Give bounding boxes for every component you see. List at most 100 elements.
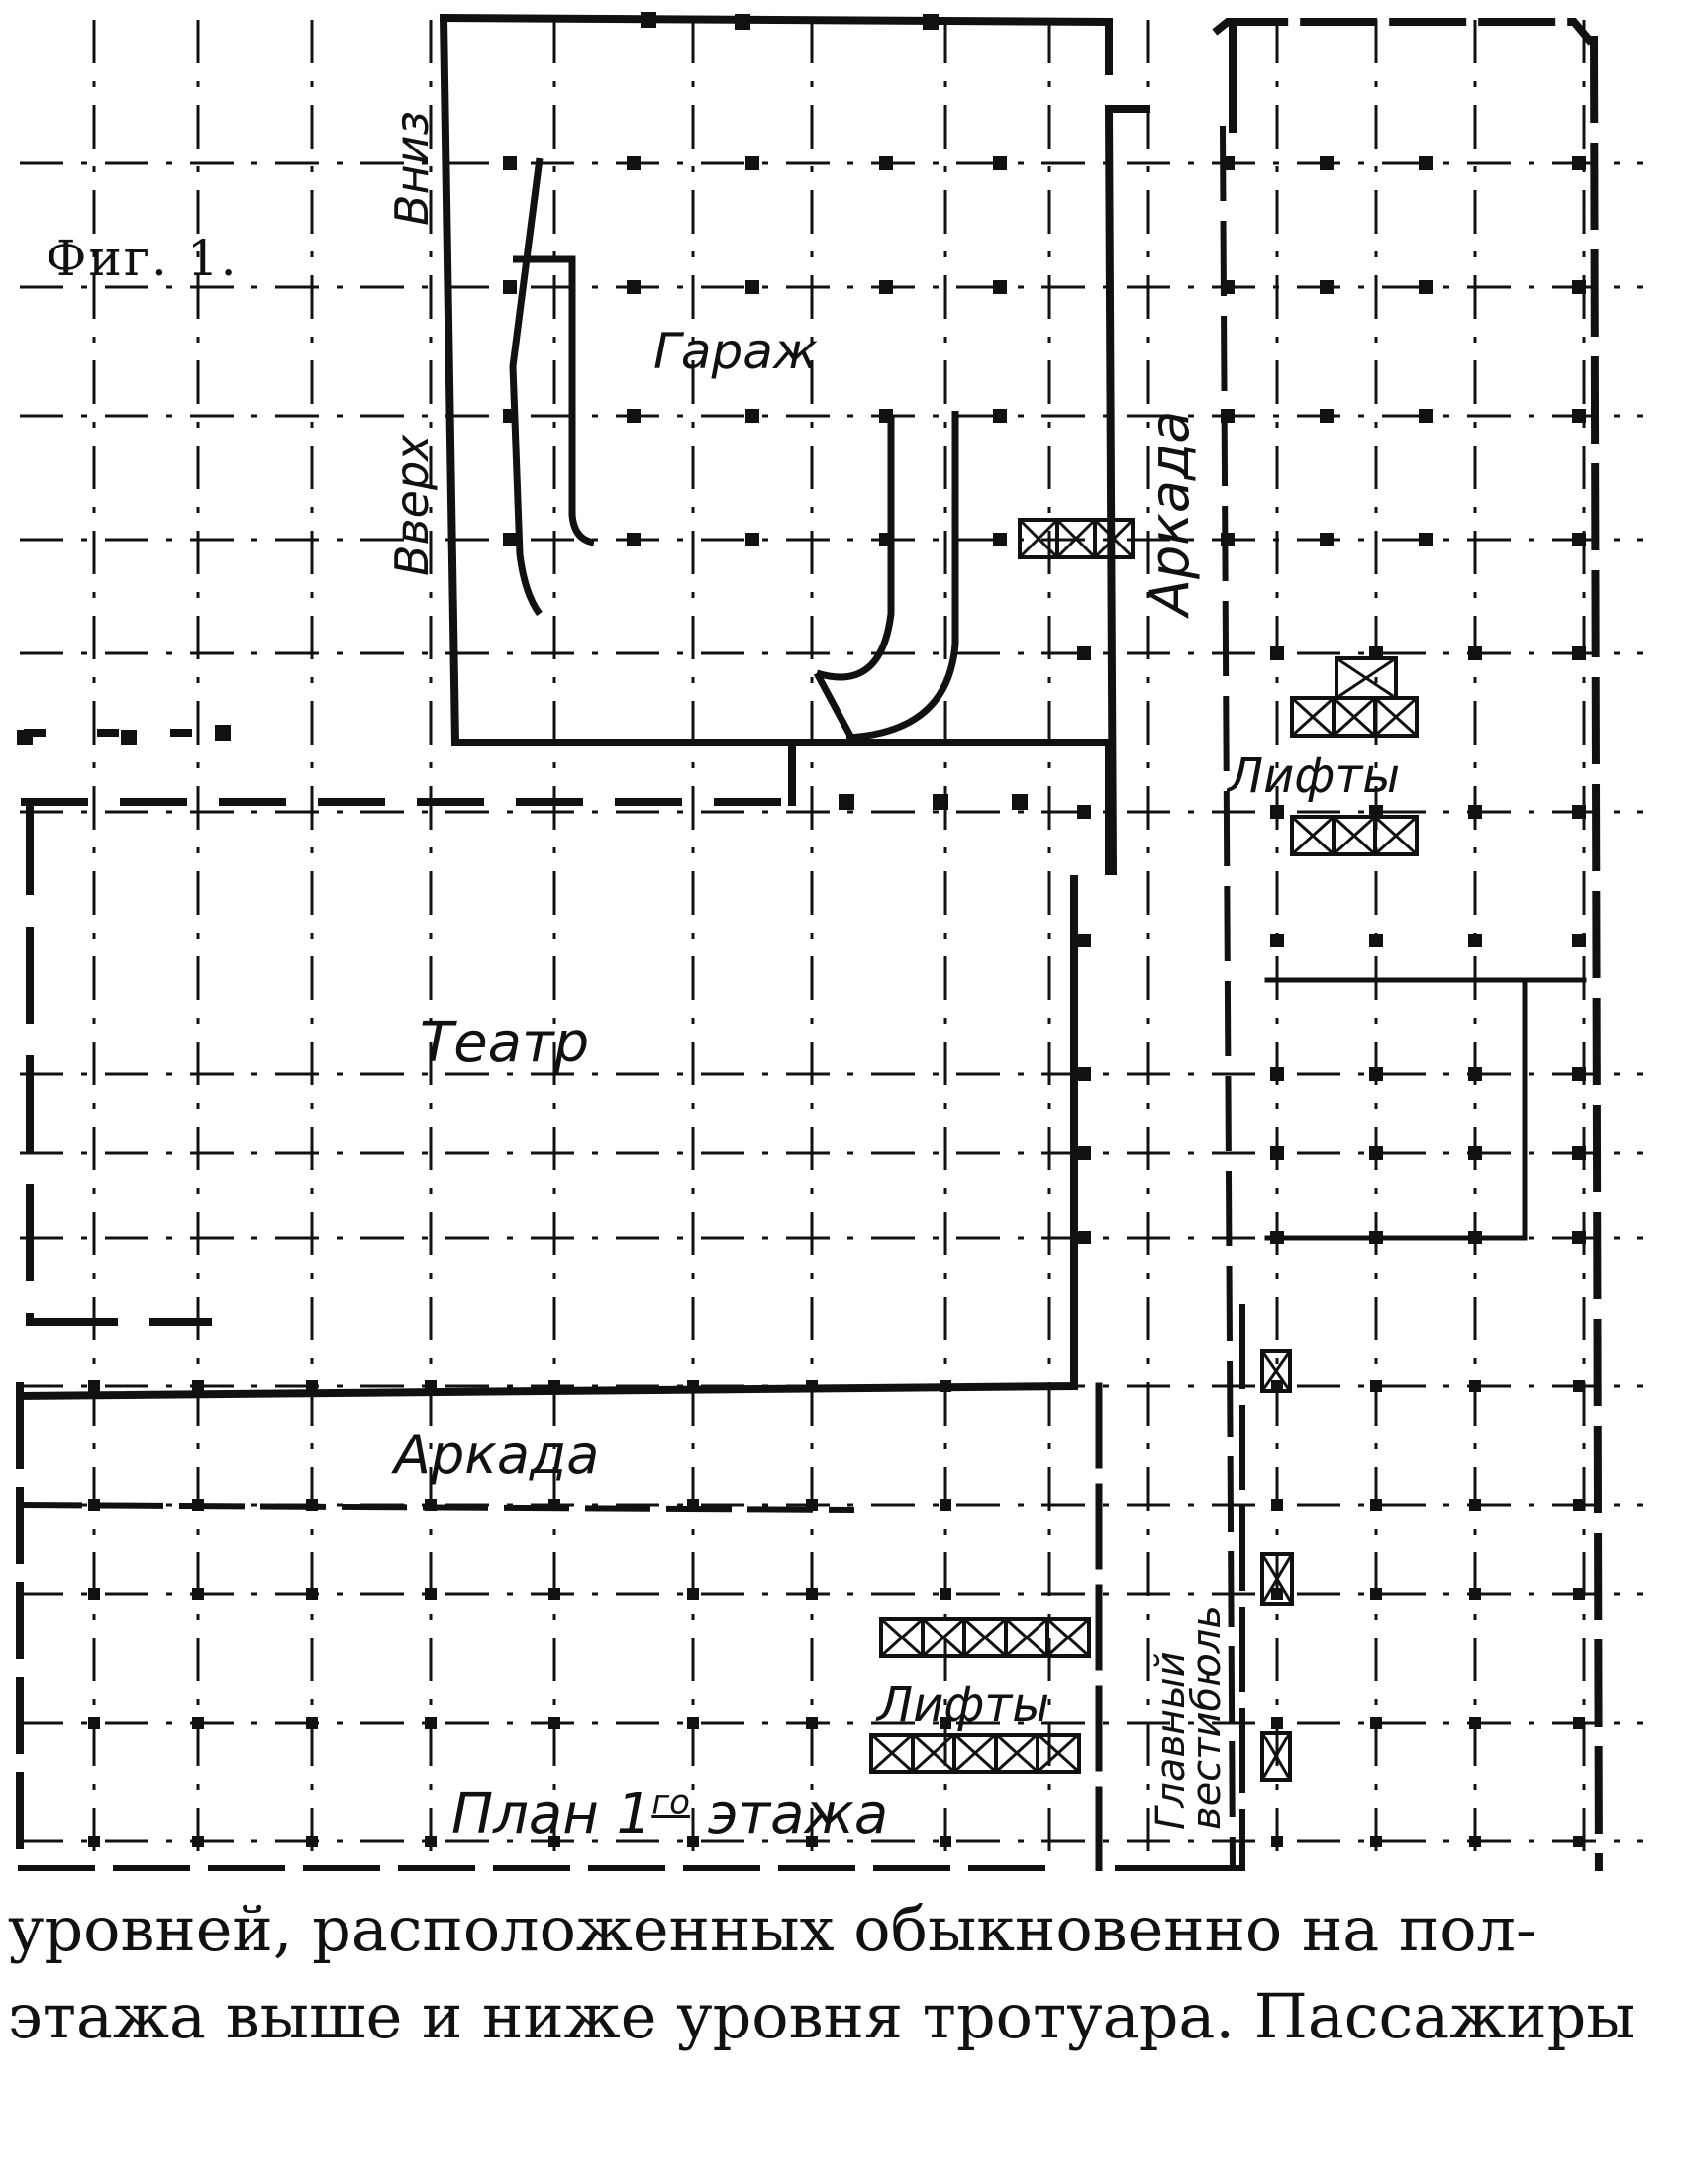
column: [1469, 1836, 1481, 1847]
elevator-cross: [952, 1733, 998, 1774]
column: [745, 533, 759, 546]
column: [1369, 934, 1383, 947]
column: [1270, 805, 1284, 819]
elevator-cross: [1093, 518, 1135, 559]
column: [627, 156, 641, 170]
elevator-cross: [879, 1617, 925, 1658]
column: [548, 1836, 560, 1847]
column: [1221, 533, 1235, 546]
elevator-cross: [1260, 1732, 1292, 1781]
body-text: уровней, расположенных обыкновенно на по…: [8, 1886, 1681, 2060]
column: [548, 1588, 560, 1600]
column: [1468, 1067, 1482, 1081]
wall-segment: [1589, 35, 1603, 1871]
label-elevators-bottom: Лифты: [875, 1677, 1049, 1733]
column: [687, 1588, 699, 1600]
column: [1573, 1588, 1585, 1600]
plan-title-suffix: этажа: [689, 1782, 889, 1846]
ramp-curve: [513, 255, 595, 546]
elevator-shaft: [1373, 815, 1419, 856]
column: [745, 280, 759, 294]
elevator-cross: [1260, 1350, 1292, 1392]
column: [548, 1380, 560, 1392]
elevator-shaft: [1260, 1552, 1294, 1606]
column: [1370, 1588, 1382, 1600]
ramp-curve: [845, 411, 959, 742]
column: [1077, 646, 1091, 660]
column: [687, 1836, 699, 1847]
column: [1572, 1067, 1586, 1081]
column: [1572, 533, 1586, 546]
column: [425, 1380, 437, 1392]
column: [1572, 646, 1586, 660]
column: [1270, 1146, 1284, 1160]
column: [306, 1836, 318, 1847]
elevator-cross: [1290, 815, 1336, 856]
column: [1320, 409, 1334, 423]
column: [1370, 1380, 1382, 1392]
elevator-shaft: [1093, 518, 1135, 559]
label-vestibule-line1: Главный: [1148, 1651, 1194, 1830]
column: [940, 1588, 951, 1600]
ramp-curve: [509, 157, 544, 617]
wall-segment: [16, 875, 1078, 1401]
column: [1221, 156, 1235, 170]
column: [1573, 1836, 1585, 1847]
body-text-line-1: уровней, расположенных обыкновенно на по…: [8, 1893, 1536, 1965]
column: [1270, 646, 1284, 660]
column: [1077, 1231, 1091, 1244]
wall-segment: [1104, 104, 1118, 876]
column: [940, 1836, 951, 1847]
column: [1419, 280, 1433, 294]
column: [306, 1380, 318, 1392]
elevator-cross: [1004, 1617, 1049, 1658]
plan-title-superscript: го: [651, 1782, 690, 1823]
column: [1271, 1588, 1283, 1600]
figure-label: Фиг. 1.: [46, 230, 239, 287]
column: [687, 1499, 699, 1511]
elevator-shaft: [1373, 696, 1419, 738]
column: [1572, 805, 1586, 819]
column: [1369, 1067, 1383, 1081]
label-arcade-bottom: Аркада: [391, 1424, 599, 1486]
column: [1573, 1499, 1585, 1511]
label-elevators-right: Лифты: [1226, 748, 1400, 804]
column: [993, 533, 1007, 546]
column: [88, 1588, 100, 1600]
elevator-cross: [1290, 696, 1336, 738]
column: [806, 1499, 818, 1511]
elevator-cross: [1260, 1553, 1294, 1605]
column: [993, 409, 1007, 423]
wall-segment: [1212, 18, 1595, 46]
column: [687, 1717, 699, 1729]
column: [1270, 934, 1284, 947]
column: [1573, 1717, 1585, 1729]
body-text-line-2: этажа выше и ниже уровня тротуара. Пасса…: [8, 1980, 1635, 2052]
plan-title: План 1го этажа: [451, 1782, 888, 1846]
label-garage: Гараж: [653, 323, 818, 380]
column: [1221, 280, 1235, 294]
elevator-cross: [869, 1733, 915, 1774]
column: [17, 730, 33, 745]
label-arcade-right: Аркада: [1138, 411, 1201, 619]
column: [192, 1588, 204, 1600]
columns: [17, 12, 1586, 1847]
column: [627, 280, 641, 294]
elevator-shaft: [1045, 1617, 1091, 1658]
column: [1468, 805, 1482, 819]
column: [806, 1717, 818, 1729]
column: [1369, 1231, 1383, 1244]
floor-plan-drawing: Гараж Вниз Вверх Аркада Лифты Театр Арка…: [16, 12, 1643, 1871]
column: [1320, 533, 1334, 546]
column: [1469, 1380, 1481, 1392]
wall-segment: [439, 13, 796, 806]
column: [940, 1499, 951, 1511]
column: [1419, 533, 1433, 546]
column: [425, 1836, 437, 1847]
column: [1468, 1231, 1482, 1244]
column: [1271, 1836, 1283, 1847]
column: [215, 725, 231, 741]
column: [1469, 1588, 1481, 1600]
garage-ramps: [509, 157, 959, 742]
column: [1270, 1067, 1284, 1081]
